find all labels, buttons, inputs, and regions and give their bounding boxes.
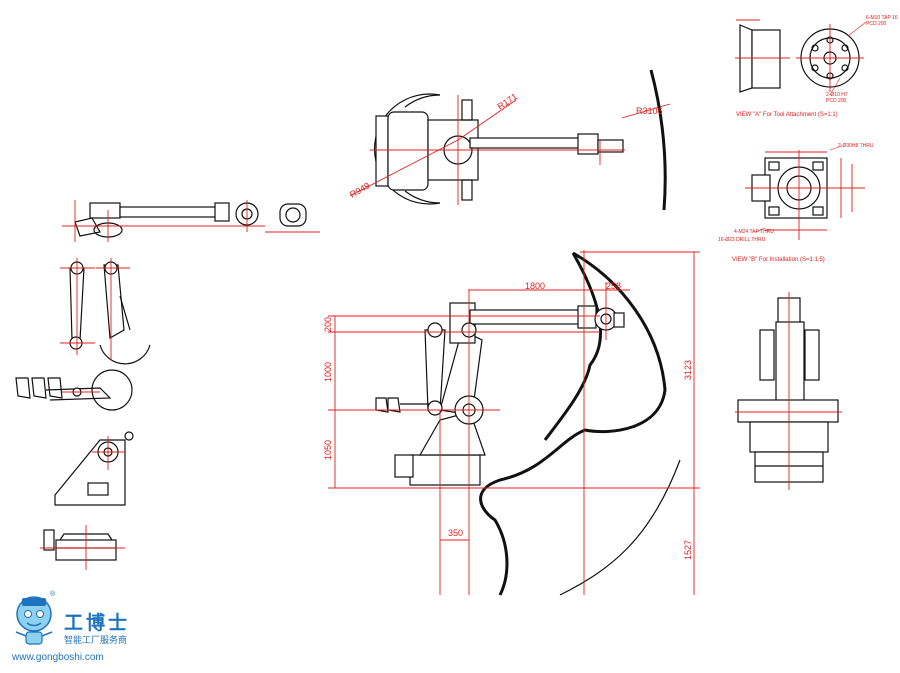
dim-wrist-offset: 258 [606,281,621,291]
view-b-note-top: 2-Ø30H8 THRU [838,143,874,149]
dim-wrist-radius: R171 [496,91,519,111]
view-a-note-bottom: 2-Ø10 H7 [826,92,848,98]
dim-total-height: 3123 [683,360,693,380]
view-a-note-top: 6-M10 TAP 16 [866,15,898,21]
view-a-tool-attachment: 6-M10 TAP 16 PCD 200 2-Ø10 H7 PCD 200 VI… [735,15,898,118]
view-a-note-bottom-2: PCD 200 [826,98,847,104]
view-b-caption: VIEW "B" For Installation (S=1:1.5) [732,257,825,263]
lower-base-view [54,431,134,506]
view-b-note-mid: 4-M24 TAP THRU [734,229,774,235]
gongboshi-logo: ® 工博士 智能工厂服务商 www.gongboshi.com [6,590,156,668]
front-view [735,292,842,490]
dim-reach-radius: R3106 [636,106,663,116]
view-b-installation: 2-Ø30H8 THRU 4-M24 TAP THRU 16-Ø23 DRILL… [718,143,874,263]
dim-lower-reach: 1527 [683,540,693,560]
view-a-note-top-2: PCD 200 [866,21,887,27]
arm-link-views [60,258,151,365]
small-side-view [62,200,320,242]
robot-mascot-icon [15,596,53,645]
dim-base-offset: 350 [448,528,463,538]
view-a-caption: VIEW "A" For Tool Attachment (S=1:1) [736,112,838,118]
view-b-note-bottom: 16-Ø23 DRILL THRU [718,237,766,243]
registered-mark: ® [50,591,56,598]
dim-upper-arm: 1000 [323,362,333,382]
dim-base-height: 1050 [323,440,333,460]
logo-tagline: 智能工厂服务商 [64,636,128,646]
base-plate-view [40,525,125,570]
dim-inner-radius: R949 [348,180,372,199]
logo-brand-name: 工博士 [64,612,131,634]
dim-upper-offset: 200 [323,317,333,332]
dim-arm-length: 1800 [525,281,545,291]
top-view: R949 R171 R3106 [348,69,671,211]
logo-url[interactable]: www.gongboshi.com [12,652,104,663]
main-side-view: 1800 258 200 1000 1050 350 3123 1527 [323,250,700,596]
base-gripper-view [15,369,133,411]
